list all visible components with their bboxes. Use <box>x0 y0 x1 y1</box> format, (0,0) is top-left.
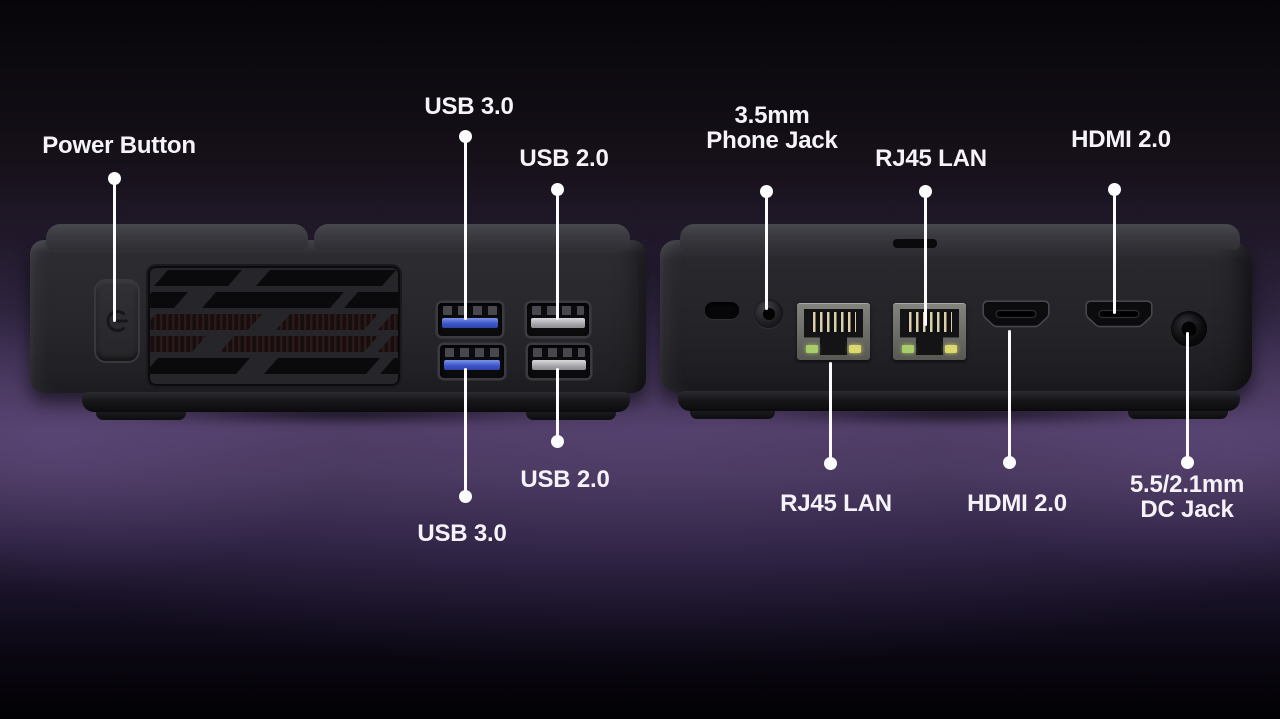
callout-hdmi-top: HDMI 2.0 <box>1056 127 1186 152</box>
leader-rj45-bottom <box>829 362 832 462</box>
callout-label-line1: 3.5mm <box>734 102 810 129</box>
usb3-port-bottom <box>440 345 504 378</box>
leader-usb2-top <box>556 192 559 320</box>
leader-usb2-bottom <box>556 368 559 442</box>
mini-pc-rear-view <box>660 224 1252 419</box>
rj45-led-green <box>902 345 914 353</box>
leader-dot-hdmi-bottom <box>1003 456 1016 469</box>
rj45-led-green <box>806 345 818 353</box>
callout-usb2-bottom: USB 2.0 <box>512 467 618 492</box>
callout-usb3-top: USB 3.0 <box>416 94 522 119</box>
rj45-led-amber <box>945 345 957 353</box>
usb3-port-top <box>438 303 502 336</box>
leader-hdmi-top <box>1113 192 1116 314</box>
leader-dc-jack <box>1186 332 1189 460</box>
leader-dot-phone-jack <box>760 185 773 198</box>
rear-lid-notch <box>893 239 937 248</box>
callout-label: RJ45 LAN <box>875 145 987 172</box>
leader-dot-usb2-bottom <box>551 435 564 448</box>
usb3-tongue <box>444 360 500 370</box>
callout-label: USB 2.0 <box>519 145 609 172</box>
usb-contacts <box>443 306 497 315</box>
rj45-pins <box>907 312 952 332</box>
dc-jack-port <box>1171 311 1207 347</box>
usb2-tongue <box>531 318 585 328</box>
rj45-lan-port-1 <box>797 303 870 360</box>
usb-contacts <box>445 348 499 357</box>
leader-dot-dc-jack <box>1181 456 1194 469</box>
callout-label: USB 3.0 <box>417 520 507 547</box>
callout-rj45-top: RJ45 LAN <box>866 146 996 171</box>
hdmi-port-1 <box>982 300 1050 331</box>
usb-contacts <box>533 348 585 357</box>
callout-label-line1: 5.5/2.1mm <box>1129 471 1245 498</box>
rj45-lan-port-2 <box>893 303 966 360</box>
front-base <box>82 392 630 412</box>
callout-dc-jack: 5.5/2.1mm DC Jack <box>1105 472 1269 522</box>
mini-pc-front-view <box>30 224 646 420</box>
callout-phone-jack: 3.5mm Phone Jack <box>692 103 852 153</box>
leader-dot-hdmi-top <box>1108 183 1121 196</box>
usb2-tongue <box>532 360 586 370</box>
callout-label: USB 3.0 <box>424 93 514 120</box>
rj45-led-amber <box>849 345 861 353</box>
callout-label: HDMI 2.0 <box>1071 126 1171 153</box>
vent-grille <box>148 266 400 386</box>
leader-dot-usb2-top <box>551 183 564 196</box>
dc-jack-hole <box>1181 321 1197 337</box>
usb3-tongue <box>442 318 498 328</box>
hdmi-port-2 <box>1085 300 1153 331</box>
leader-dot-usb3-top <box>459 130 472 143</box>
leader-dot-usb3-bottom <box>459 490 472 503</box>
leader-rj45-top <box>924 194 927 326</box>
rear-lid <box>680 224 1240 250</box>
callout-label: USB 2.0 <box>520 466 610 493</box>
callout-rj45-bottom: RJ45 LAN <box>771 491 901 516</box>
callout-hdmi-bottom: HDMI 2.0 <box>952 491 1082 516</box>
leader-usb3-top <box>464 140 467 320</box>
leader-usb3-bottom <box>464 368 467 496</box>
power-button <box>96 281 138 361</box>
rear-base <box>678 391 1240 411</box>
leader-phone-jack <box>765 194 768 310</box>
callout-label: HDMI 2.0 <box>967 490 1067 517</box>
usb2-port-bottom <box>528 345 590 378</box>
callout-usb3-bottom: USB 3.0 <box>409 521 515 546</box>
power-icon <box>106 310 128 332</box>
callout-label-line2: Phone Jack <box>706 127 838 154</box>
callout-usb2-top: USB 2.0 <box>511 146 617 171</box>
leader-hdmi-bottom <box>1008 330 1011 460</box>
callout-label-line2: DC Jack <box>1140 496 1234 523</box>
phone-jack-hole <box>762 307 775 320</box>
leader-dot-rj45-top <box>919 185 932 198</box>
front-lid-left-segment <box>46 224 308 250</box>
leader-dot-power-button <box>108 172 121 185</box>
leader-power-button <box>113 180 116 322</box>
callout-label: Power Button <box>42 132 196 159</box>
kensington-lock-slot <box>705 302 739 319</box>
phone-jack-port <box>754 299 783 328</box>
leader-dot-rj45-bottom <box>824 457 837 470</box>
rj45-pins <box>811 312 856 332</box>
front-lid-right-segment <box>314 224 630 250</box>
callout-label: RJ45 LAN <box>780 490 892 517</box>
callout-power-button: Power Button <box>29 133 209 158</box>
